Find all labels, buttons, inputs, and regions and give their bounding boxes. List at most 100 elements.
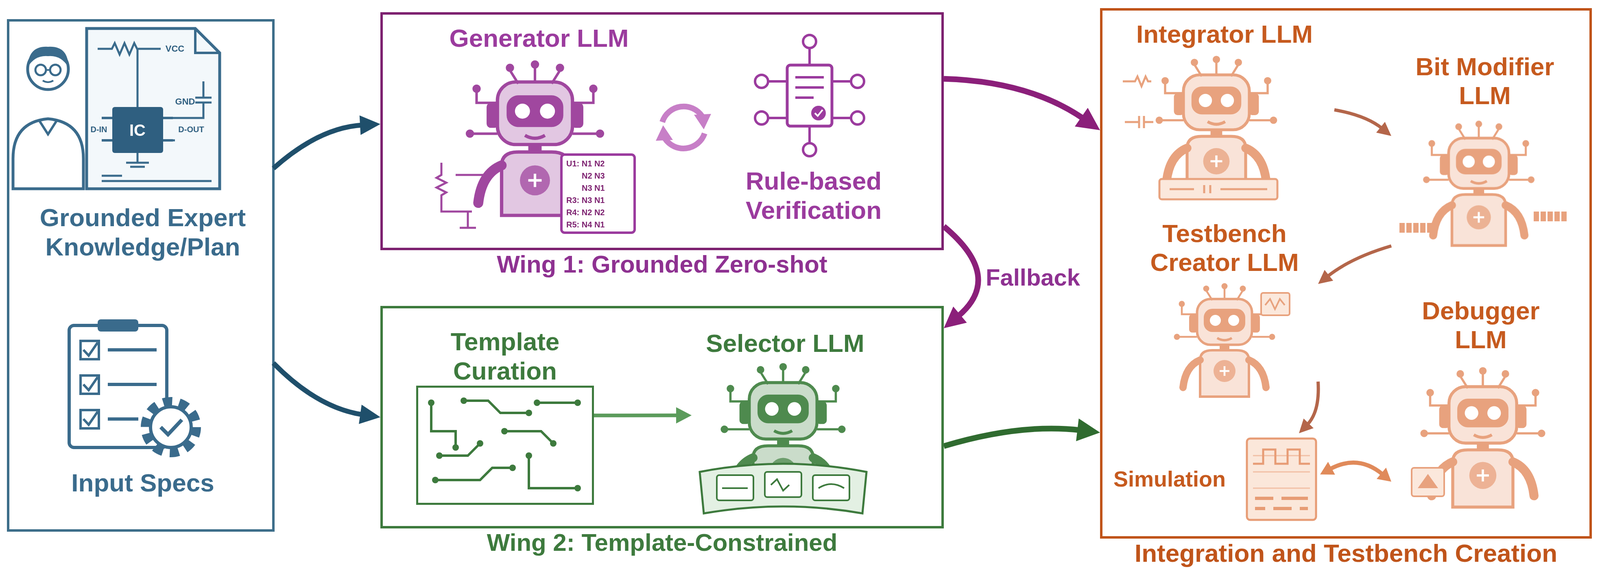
integrator-robot-part [1122, 76, 1154, 129]
generator-robot-part [561, 154, 635, 233]
arrow-head [1320, 461, 1336, 475]
simulation-icon-part [1246, 438, 1317, 520]
expert-document-icon-part [38, 119, 58, 135]
debugger-robot [1411, 366, 1546, 507]
circuit-traces-part [427, 397, 581, 492]
expert-document-icon-part [101, 175, 212, 182]
connector-arrow [1334, 109, 1392, 136]
bit-modifier-robot-part [1399, 222, 1405, 233]
selector-robot [699, 362, 867, 514]
arrow-head [1076, 418, 1101, 442]
checklist-icon-part [145, 401, 197, 453]
input-panel-border [8, 20, 274, 531]
agent-item: Debugger LLM [1391, 292, 1571, 529]
connector-line [273, 363, 364, 415]
connector-arrow [1318, 246, 1392, 285]
pin-name: D-IN [90, 125, 107, 134]
node-label: Input Specs [71, 468, 214, 498]
simulation-icon-part [1252, 455, 1310, 489]
node-label: Grounded Expert Knowledge/Plan [15, 203, 271, 262]
connector-line [943, 428, 1081, 446]
arrow-head [358, 404, 381, 425]
circuit-traces-part-part [476, 440, 484, 447]
node-label: Integrator LLM [1136, 19, 1313, 49]
agent-item: Rule-based Verification [715, 32, 912, 228]
connector-arrow [943, 78, 1101, 131]
netlist-line: N3 N1 [581, 183, 605, 193]
checklist-icon-part [83, 342, 98, 425]
checklist-icon-part [160, 419, 182, 435]
agent-item: Testbench Creator LLM [1130, 215, 1319, 411]
arrow-head [943, 306, 967, 328]
expert-document-icon-part [13, 118, 84, 189]
integrator-robot-part [1159, 178, 1278, 200]
panel-heading: Wing 2: Template-Constrained [370, 529, 954, 557]
panel-heading: Wing 1: Grounded Zero-shot [370, 251, 954, 278]
circuit-traces-part-part [432, 476, 439, 484]
arrow-head [1376, 122, 1392, 137]
circuit-traces-part-part [452, 444, 459, 451]
bit-modifier-robot [1399, 120, 1567, 246]
agent-item: Selector LLM [691, 325, 879, 517]
integrator-robot [1122, 55, 1278, 200]
bit-modifier-robot-part [1533, 211, 1539, 222]
panel-heading: Integration and Testbench Creation [1090, 539, 1600, 568]
arrow-head [359, 115, 381, 136]
agent-item: Integrator LLM [1114, 16, 1335, 204]
cycle-arrows-part [664, 133, 705, 149]
bit-modifier-robot-part [1540, 211, 1546, 222]
connector-arrow [593, 407, 692, 424]
connector-line [1334, 109, 1383, 129]
testbench-robot-part [1261, 292, 1290, 316]
circuit-traces [427, 397, 581, 492]
simulation-icon-part [1252, 449, 1310, 464]
circuit-traces-part-part [574, 399, 581, 407]
netlist-line: R5: N4 N1 [566, 220, 605, 229]
input-item: Input Specs [12, 317, 274, 501]
bit-modifier-robot-part [1554, 211, 1560, 222]
agent-item: Bit Modifier LLM [1391, 48, 1579, 257]
selector-robot-part [722, 479, 845, 491]
connector-line [273, 124, 364, 169]
cycle-arrows-part [694, 113, 712, 130]
template-box: Template Curation [416, 385, 594, 505]
arrow-head [1318, 270, 1334, 284]
checklist-icon-part [97, 319, 139, 332]
connector-line [1329, 462, 1383, 475]
bit-modifier-robot-part [1547, 211, 1553, 222]
selector-robot-part [764, 471, 802, 498]
expert-document-icon-part [112, 106, 164, 153]
connector-line [593, 413, 679, 417]
wing-panel: Wing 2: Template-ConstrainedTemplate Cur… [380, 305, 944, 529]
bit-modifier-robot-part [1427, 222, 1433, 233]
connector-line [1327, 246, 1392, 277]
debugger-robot-part [1411, 467, 1445, 497]
integrator-robot-part [1169, 185, 1268, 194]
circuit-traces-part-part [460, 397, 468, 404]
expert-document-icon-part [50, 64, 61, 76]
bit-modifier-robot-part [1423, 120, 1535, 246]
chip-label: IC [129, 122, 146, 139]
expert-document-icon-part [42, 69, 54, 83]
verification-icon-part [803, 34, 817, 49]
verification-icon-part [755, 74, 769, 88]
bit-modifier-robot-part [1561, 211, 1567, 222]
connector-arrow [1320, 461, 1392, 482]
expert-document-icon-part [35, 64, 46, 76]
panel-heading: Template Curation [410, 327, 601, 386]
circuit-traces-part-part [550, 440, 557, 447]
pin-name: GND [175, 97, 196, 107]
connector-line [943, 226, 979, 317]
pin-name: VCC [165, 44, 185, 54]
verification-icon-part [755, 111, 769, 125]
selector-robot-part [699, 463, 867, 514]
node-label: Debugger LLM [1413, 296, 1548, 355]
expert-document-icon-part [97, 43, 161, 55]
verification-icon-part [811, 105, 826, 121]
verification-icon-part [803, 143, 817, 157]
verification-icon-part [851, 74, 865, 88]
simulation-icon [1246, 438, 1317, 520]
arrow-head [1376, 467, 1392, 482]
expert-document-icon-part [27, 46, 69, 68]
